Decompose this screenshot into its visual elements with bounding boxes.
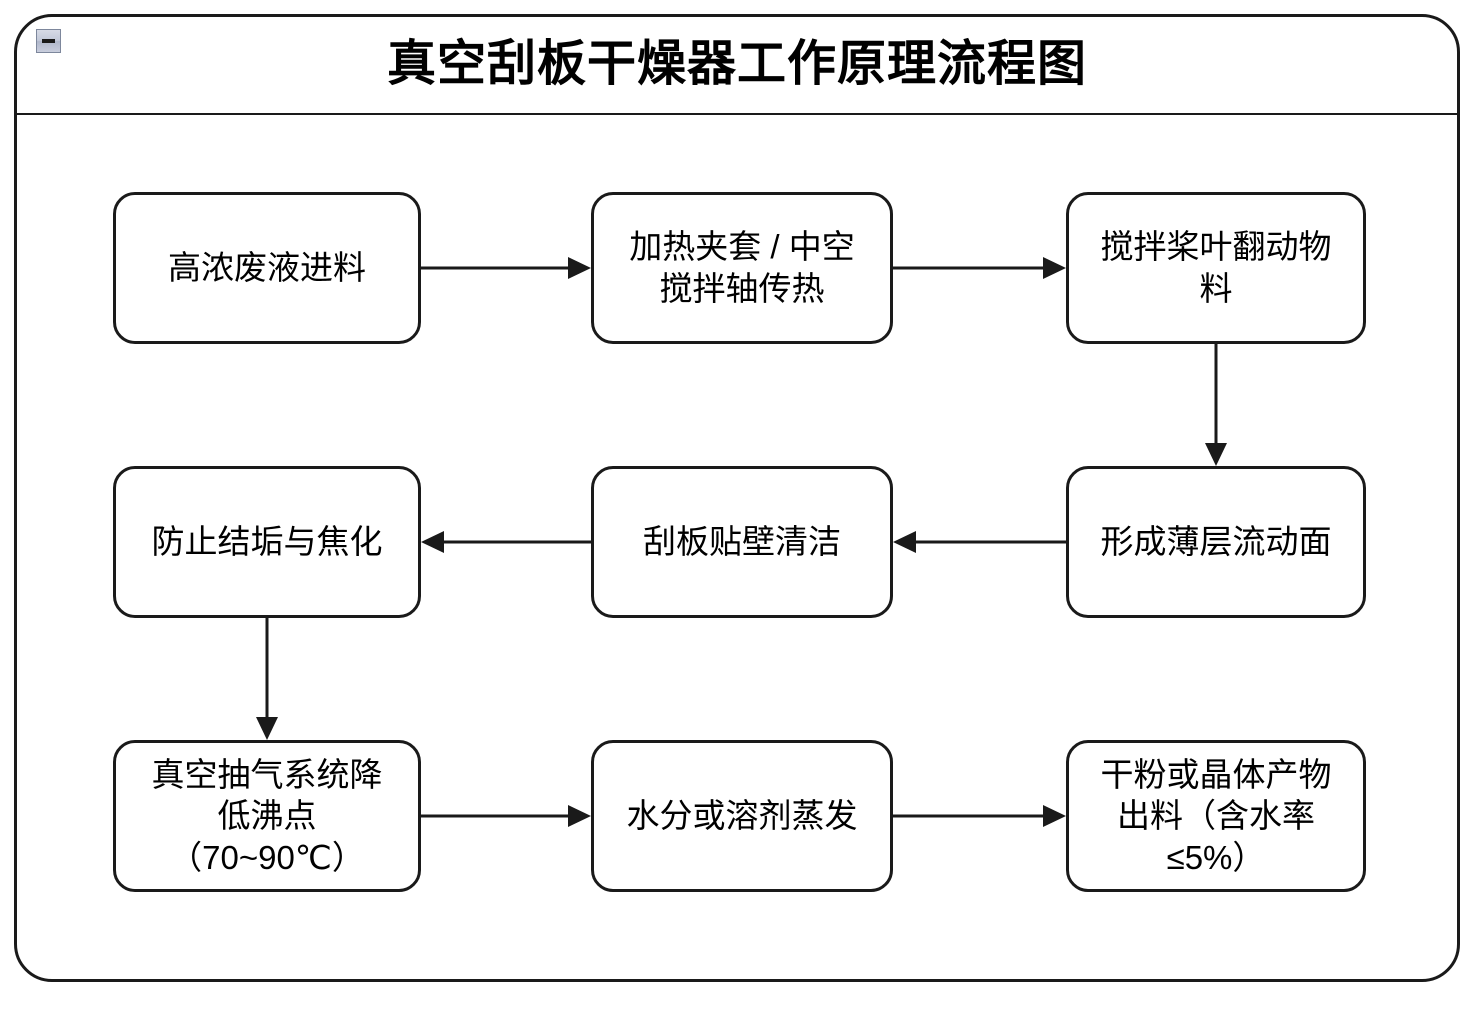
flow-node-scraper[interactable]: 刮板贴壁清洁 — [591, 466, 893, 618]
flow-node-vacuum[interactable]: 真空抽气系统降 低沸点 （70~90℃） — [113, 740, 421, 892]
flow-node-thin-film[interactable]: 形成薄层流动面 — [1066, 466, 1366, 618]
flow-node-evaporation[interactable]: 水分或溶剂蒸发 — [591, 740, 893, 892]
page-title: 真空刮板干燥器工作原理流程图 — [386, 36, 1087, 91]
collapse-button[interactable] — [36, 29, 61, 53]
minus-icon — [42, 39, 55, 43]
flow-node-agitation[interactable]: 搅拌桨叶翻动物 料 — [1066, 192, 1366, 344]
flow-node-anti-fouling[interactable]: 防止结垢与焦化 — [113, 466, 421, 618]
header-divider — [17, 113, 1457, 115]
diagram-header: 真空刮板干燥器工作原理流程图 — [14, 14, 1460, 114]
flow-node-feed[interactable]: 高浓废液进料 — [113, 192, 421, 344]
flow-node-discharge[interactable]: 干粉或晶体产物 出料（含水率 ≤5%） — [1066, 740, 1366, 892]
flow-node-heating[interactable]: 加热夹套 / 中空 搅拌轴传热 — [591, 192, 893, 344]
